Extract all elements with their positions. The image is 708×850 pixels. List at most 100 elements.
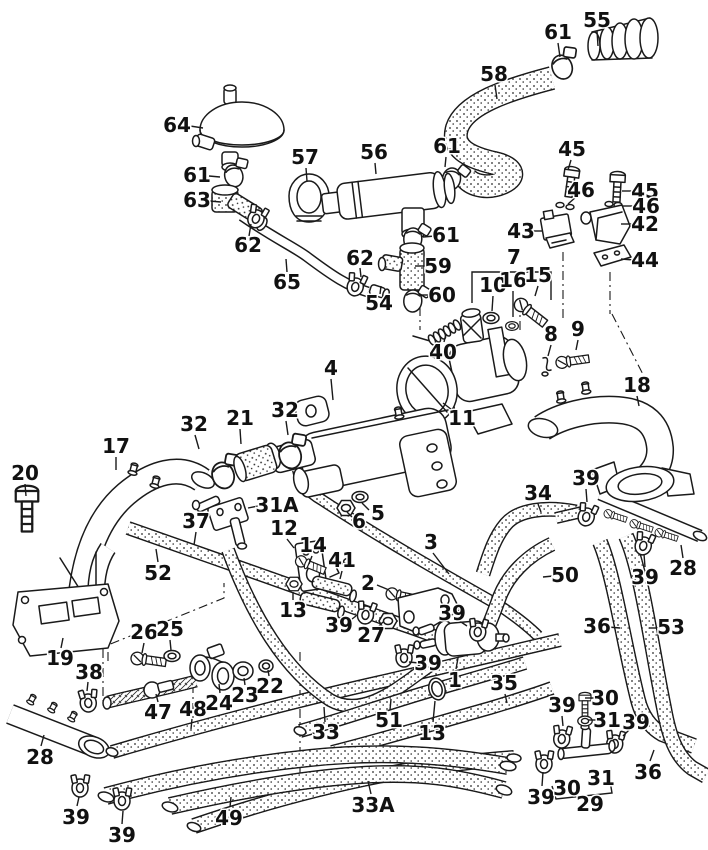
part-label-25: 25 [156,617,184,641]
leader-line-47 [155,693,159,703]
part-label-33: 33 [312,720,340,744]
stud-pipe18-a [554,389,567,405]
leader-line-41 [339,570,343,580]
leader-line-14 [308,555,313,565]
leader-line-51 [389,698,392,711]
bolt-30 [578,691,592,718]
part-label-62: 62 [346,246,374,270]
leader-line-39 [121,810,124,825]
leader-line-45 [567,159,572,171]
part-label-13: 13 [418,721,446,745]
part-label-61: 61 [432,223,460,247]
part-label-31: 31 [593,708,621,732]
leader-line-61 [444,156,447,168]
leader-line-33 [323,706,326,723]
pipe-28-right-end [692,530,708,542]
part-label-12: 12 [270,516,298,540]
leader-line-32 [285,420,289,436]
leader-line-39 [561,715,564,727]
part-label-48: 48 [179,697,207,721]
part-label-43: 43 [507,219,535,243]
washers-46-left [555,201,575,211]
leader-line-48 [190,718,193,730]
leader-line-49 [229,796,232,808]
part-label-39: 39 [622,710,650,734]
washer-5 [351,490,369,504]
part-label-49: 49 [215,806,243,830]
pipe-18-open-end [527,417,559,439]
part-label-29: 29 [576,792,604,816]
part-19-flange [12,551,120,657]
leader-line-8 [547,344,552,357]
leader-line-18 [636,395,640,407]
part-label-19: 19 [46,646,74,670]
part-label-36: 36 [634,760,662,784]
part-label-39: 39 [414,651,442,675]
part-label-53: 53 [657,615,685,639]
part-label-10: 10 [479,273,507,297]
stub-28l-a [25,692,39,707]
part-label-60: 60 [428,283,456,307]
bolt-20 [14,484,40,533]
part-43-switch [539,209,575,249]
pipe-17-open-end [190,471,216,489]
leader-line-39 [643,553,646,568]
leader-line-37 [193,531,197,546]
screw-26 [129,650,168,670]
leader-line-19 [60,637,64,649]
washer-25 [163,649,181,663]
part-label-40: 40 [429,340,457,364]
part-label-9: 9 [571,317,585,341]
part-55-corrugated-sleeve [587,17,659,61]
ring-22 [258,659,274,673]
leader-line-9 [575,339,579,351]
seal-16 [505,321,520,331]
clamp-38 [77,688,100,714]
part-label-59: 59 [424,254,452,278]
leader-line-21 [239,428,242,445]
leader-line-39 [408,661,420,664]
part-label-20: 20 [11,461,39,485]
part-label-16: 16 [499,268,527,292]
leader-line-38 [86,681,89,692]
group-bracket [471,271,552,303]
part-label-4: 4 [324,356,338,380]
leader-line-4 [330,378,334,401]
part-label-45: 45 [558,137,586,161]
leader-line-56 [374,162,377,175]
part-label-52: 52 [144,561,172,585]
part-label-64: 64 [163,113,191,137]
part-label-18: 18 [623,373,651,397]
part-label-1: 1 [448,668,462,692]
part-label-3: 3 [424,530,438,554]
screw-9 [554,352,591,370]
ring-23 [232,661,254,681]
oring-10 [482,311,500,325]
part-label-39: 39 [62,805,90,829]
part-label-24: 24 [205,691,233,715]
part-label-56: 56 [360,140,388,164]
part-24-double-eye [189,643,235,691]
tubes-13 [299,575,358,619]
stud-pipe18-b [579,380,592,396]
part-label-28: 28 [669,556,697,580]
leader-line-23 [243,677,246,686]
leader-line-39 [76,796,80,807]
part-label-8: 8 [544,322,558,346]
leader-line-1 [455,657,459,670]
leader-line-46 [567,196,577,205]
leader-line-10 [491,295,494,312]
leader-line-40 [443,333,447,343]
part-label-7: 7 [507,245,521,269]
clamp-39-f [551,724,574,750]
part-label-30: 30 [591,686,619,710]
group-bracket [107,583,225,661]
spring-40 [412,319,462,346]
part-label-37: 37 [182,509,210,533]
part-label-21: 21 [226,406,254,430]
leader-line-11 [442,402,457,414]
leader-line-39 [585,488,588,503]
leader-line-27 [376,621,384,629]
part-label-65: 65 [273,270,301,294]
part-label-39: 39 [438,601,466,625]
